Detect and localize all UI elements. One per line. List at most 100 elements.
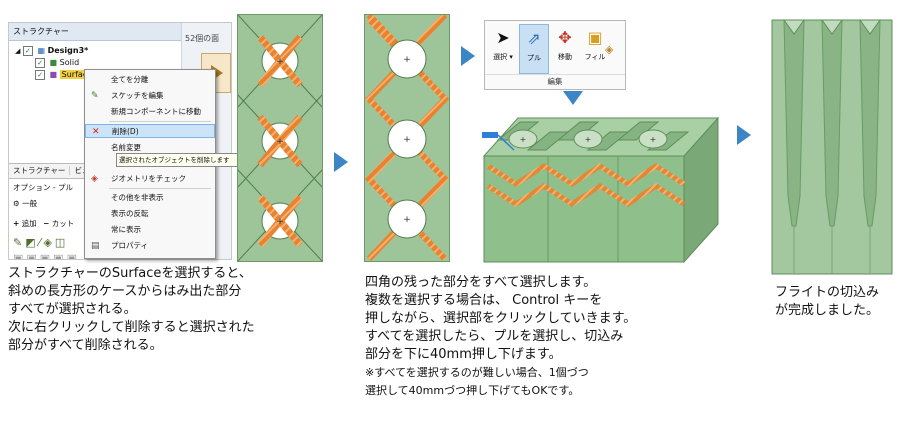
strip-with-surface-drawing: + + + — [238, 15, 322, 261]
shell-icon[interactable]: ◈ — [605, 43, 614, 56]
cursor-arrow-icon: ➤ — [496, 28, 510, 47]
menu-item-hide-others[interactable]: その他を非表示 — [85, 191, 215, 205]
options-title: オプション - プル — [13, 183, 73, 192]
tree-label-design: Design3* — [47, 46, 89, 55]
menu-item-invert-visibility[interactable]: 表示の反転 — [85, 207, 215, 221]
menu-item-properties[interactable]: ▤ プロパティ — [85, 239, 215, 253]
menu-label: 常に表示 — [111, 225, 141, 234]
menu-item-edit-sketch[interactable]: ✎ スケッチを編集 — [85, 89, 215, 103]
general-section[interactable]: ⚙ 一般 — [13, 198, 37, 209]
caption-line: 部分がすべて削除される。 — [8, 338, 163, 353]
tree-item-surface[interactable]: ✓ ■ Surface — [35, 69, 95, 81]
menu-label: 新規コンポーネントに移動 — [111, 107, 201, 116]
menu-item-check-geometry[interactable]: ◈ ジオメトリをチェック — [85, 172, 215, 186]
menu-item-rename[interactable]: 名前変更 — [85, 141, 215, 155]
fill-button[interactable]: ▣ フィル — [581, 24, 609, 72]
pull-3d-drawing: + + + — [482, 116, 720, 264]
menu-item-detach-all[interactable]: 全てを分離 — [85, 73, 215, 87]
selected-surface-bands — [257, 34, 303, 248]
plus-icon[interactable]: + — [13, 219, 20, 228]
face-count-label: 52個の面 — [185, 34, 220, 43]
tree-label-surface: Surface — [59, 70, 95, 79]
edit-ribbon: ➤ 選択 ▾ ⇗ プル ✥ 移動 ▣ フィル ◈ 編集 — [484, 20, 626, 90]
svg-text:+: + — [276, 217, 284, 227]
menu-label: 削除(D) — [112, 127, 139, 136]
pull-3d-view: + + + — [478, 106, 724, 266]
caption-line: すべてを選択したら、プルを選択し、切込み — [365, 329, 624, 344]
cut-label: カット — [51, 219, 75, 228]
svg-text:+: + — [403, 215, 411, 225]
step-arrow-3 — [563, 91, 583, 105]
tree-item-design[interactable]: ◢ ✓ ▦ Design3* — [15, 45, 88, 57]
menu-label: ジオメトリをチェック — [111, 174, 186, 183]
caption-line: 四角の残った部分をすべて選択します。 — [365, 275, 597, 290]
pull-option-icons-secondary[interactable]: ▣▣▣▣▣ — [13, 252, 80, 260]
delete-x-icon: ✕ — [92, 127, 100, 137]
caption-line: 次に右クリックして削除すると選択された — [8, 320, 255, 335]
move-label: 移動 — [558, 53, 572, 61]
holes — [387, 39, 427, 239]
visibility-checkbox[interactable]: ✓ — [35, 57, 45, 68]
caption-note: 選択して40mmづつ押し下げてもOKです。 — [365, 384, 580, 397]
add-label: 追加 — [21, 219, 37, 228]
fill-label: フィル — [584, 53, 606, 61]
sketch-edit-icon: ✎ — [91, 91, 99, 101]
delete-tooltip: 選択されたオブジェクトを削除します — [116, 153, 238, 167]
menu-label: その他を非表示 — [111, 193, 164, 202]
menu-item-always-show[interactable]: 常に表示 — [85, 223, 215, 237]
pull-label: プル — [527, 54, 541, 62]
step2-caption: 四角の残った部分をすべて選択します。 複数を選択する場合は、 Control キ… — [365, 274, 636, 400]
minus-icon[interactable]: − — [43, 219, 50, 228]
caption-line: 複数を選択する場合は、 Control キーを — [365, 293, 603, 308]
strip-after-delete-drawing: +++ — [365, 15, 449, 261]
caption-note: ※すべてを選択するのが難しい場合、1個づつ — [365, 366, 589, 379]
pull-option-icons[interactable]: ✎◩⁄◈◫ — [13, 236, 69, 249]
step-arrow-4 — [737, 125, 751, 145]
solid-body-icon: ■ — [49, 58, 58, 67]
svg-text:+: + — [585, 135, 592, 144]
structure-panel-header: ストラクチャー — [9, 23, 185, 41]
menu-label: プロパティ — [111, 241, 149, 250]
pull-handle-icon[interactable] — [482, 132, 498, 138]
strip-with-surface: + + + — [237, 14, 323, 262]
caption-line: が完成しました。 — [775, 303, 880, 318]
move-button[interactable]: ✥ 移動 — [551, 24, 579, 72]
caption-line: フライトの切込み — [775, 285, 880, 300]
visibility-checkbox[interactable]: ✓ — [22, 45, 33, 56]
step-arrow-1 — [334, 152, 348, 172]
menu-separator — [109, 188, 211, 189]
check-geometry-icon: ◈ — [91, 174, 98, 184]
design-icon: ▦ — [37, 46, 46, 55]
tab-structure[interactable]: ストラクチャー — [9, 166, 71, 175]
select-button[interactable]: ➤ 選択 ▾ — [489, 24, 517, 72]
menu-label: 名前変更 — [111, 143, 141, 152]
caption-line: 押しながら、選択部をクリックしていきます。 — [365, 311, 637, 326]
properties-icon: ▤ — [91, 241, 100, 251]
caption-line: 部分を下に40mm押し下げます。 — [365, 347, 562, 362]
step1-caption: ストラクチャーのSurfaceを選択すると、 斜めの長方形のケースからはみ出た部… — [8, 265, 255, 355]
gear-icon: ⚙ — [13, 199, 20, 208]
expand-icon[interactable]: ◢ — [15, 47, 21, 55]
svg-text:+: + — [276, 57, 284, 67]
svg-text:+: + — [650, 135, 657, 144]
strip-after-delete: +++ — [364, 14, 450, 262]
edit-group-label: 編集 — [485, 74, 625, 89]
caption-line: すべてが選択される。 — [8, 302, 137, 317]
fill-box-icon: ▣ — [587, 28, 603, 47]
zigzag-on-front — [486, 163, 686, 207]
svg-text:+: + — [276, 137, 284, 147]
menu-label: スケッチを編集 — [111, 91, 164, 100]
svg-text:+: + — [403, 55, 411, 65]
menu-label: 全てを分離 — [111, 75, 149, 84]
tree-label-solid: Solid — [59, 58, 80, 67]
surface-body-icon: ■ — [49, 70, 58, 79]
step3-caption: フライトの切込み が完成しました。 — [775, 284, 879, 320]
tree-item-solid[interactable]: ✓ ■ Solid — [35, 57, 79, 69]
menu-item-move-to-new-component[interactable]: 新規コンポーネントに移動 — [85, 105, 215, 119]
menu-item-delete[interactable]: ✕ 削除(D) — [85, 124, 215, 138]
pull-options-row: + 追加 − カット — [13, 218, 74, 229]
pull-button[interactable]: ⇗ プル — [519, 24, 549, 74]
completed-flight-drawing — [771, 19, 893, 275]
visibility-checkbox[interactable]: ✓ — [35, 69, 45, 80]
svg-text:+: + — [520, 135, 527, 144]
